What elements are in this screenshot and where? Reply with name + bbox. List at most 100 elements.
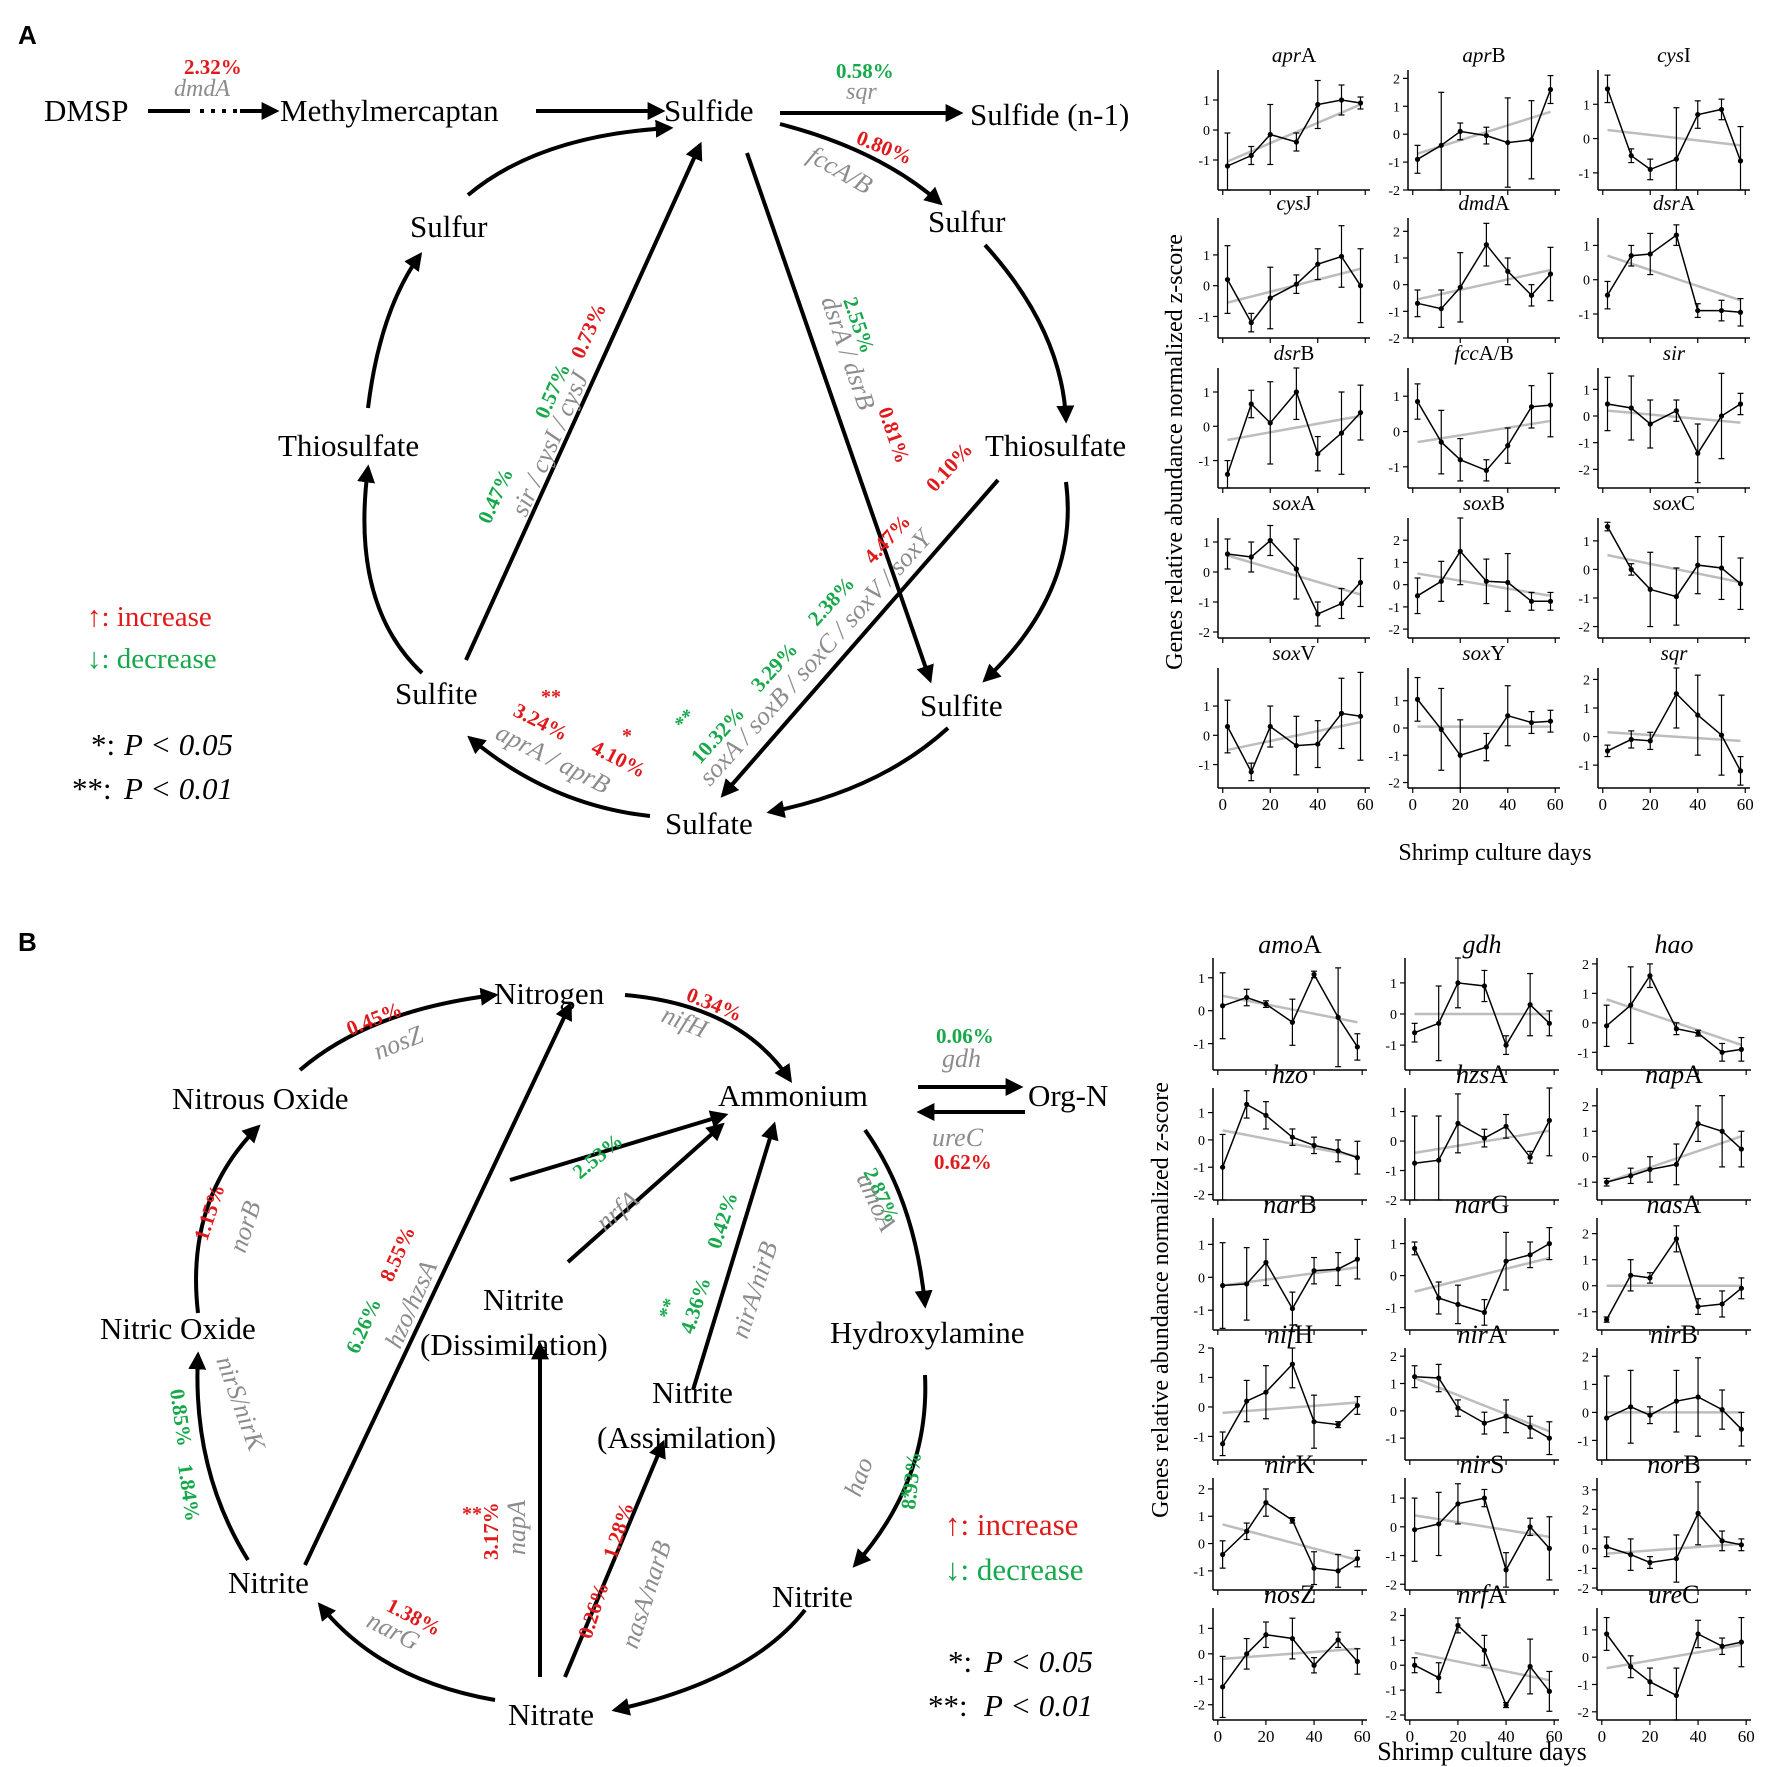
series-line-dmda xyxy=(1417,243,1552,310)
data-point-cysi xyxy=(1718,106,1725,113)
data-point-dsrb xyxy=(1267,420,1273,426)
data-point-fccab xyxy=(1457,457,1463,463)
trend-line-hao xyxy=(1606,998,1742,1047)
plot-title-nira: nirA xyxy=(1457,1320,1506,1349)
y-tick-label-sqr: -1 xyxy=(1578,759,1590,774)
data-point-nirs xyxy=(1527,1524,1533,1530)
series-line-nosz xyxy=(1221,1633,1358,1688)
data-point-nosz xyxy=(1244,1651,1250,1657)
data-point-sir xyxy=(1695,450,1701,456)
data-point-hzo xyxy=(1335,1148,1341,1154)
legend-b-p01-text: P < 0.01 xyxy=(983,1688,1093,1723)
trend-line-soxv xyxy=(1227,720,1361,752)
y-tick-label-nrfa: 0 xyxy=(1390,1659,1397,1674)
data-point-soxa xyxy=(1357,579,1364,586)
plot-title-nasa: nasA xyxy=(1647,1190,1702,1219)
edge-sulfur-sulfide xyxy=(466,119,674,197)
data-point-soxb xyxy=(1483,578,1489,584)
data-point-norb xyxy=(1647,1559,1653,1566)
legend-a-increase: ↑: increase xyxy=(87,601,212,633)
data-point-nrfa xyxy=(1527,1663,1533,1670)
y-tick-label-soxy: -1 xyxy=(1388,749,1400,764)
y-tick-label-nifh: 2 xyxy=(1198,1342,1205,1357)
gene-nasa: nasA/narB xyxy=(615,1537,677,1652)
pct-norb: 1.15% xyxy=(189,1181,230,1243)
y-tick-label-nirs: 0 xyxy=(1390,1521,1397,1536)
data-point-nosz xyxy=(1354,1658,1360,1665)
node-ammonium: Ammonium xyxy=(718,1078,868,1113)
panel-b-small-multiples: amoA-101gdh-101hao-1012hzo-2-101hzsA-2-1… xyxy=(1193,930,1754,1746)
node-sulfide: Sulfide xyxy=(664,93,754,128)
pct-dsr-red: 0.81% xyxy=(873,404,914,466)
data-point-napa xyxy=(1695,1121,1701,1127)
plot-title-soxc: soxC xyxy=(1653,491,1695,515)
node-nitrite-assim-2: (Assimilation) xyxy=(597,1420,776,1455)
edge-norb xyxy=(194,1124,261,1314)
data-point-apra xyxy=(1338,97,1345,103)
data-point-cysj xyxy=(1293,281,1299,287)
data-point-sqr xyxy=(1718,732,1725,738)
edge-thiosulfate-sulfite xyxy=(982,481,1070,683)
plot-title-napa: napA xyxy=(1645,1060,1703,1089)
edge-sox xyxy=(720,478,1000,798)
y-tick-label-nira: 1 xyxy=(1390,1378,1397,1393)
data-point-amoa xyxy=(1263,1001,1269,1007)
y-tick-label-dmda: 0 xyxy=(1393,279,1400,294)
x-tick-label-urec: 0 xyxy=(1598,1727,1607,1746)
data-point-napa xyxy=(1604,1179,1610,1185)
y-tick-label-soxc: -2 xyxy=(1578,621,1590,636)
data-point-soxv xyxy=(1248,769,1254,775)
plot-title-narb: narB xyxy=(1263,1190,1316,1219)
data-point-cysi xyxy=(1604,86,1611,92)
y-tick-label-soxv: -1 xyxy=(1198,759,1210,774)
node-sulfur-left: Sulfur xyxy=(410,209,488,244)
panel-a-small-multiples: aprA-101aprB-2-1012cysI-101cysJ-101dmdA-… xyxy=(1198,43,1753,814)
plot-hzsa: hzsA-2-101 xyxy=(1385,1060,1559,1209)
data-point-apra xyxy=(1293,139,1299,145)
plot-title-sqr: sqr xyxy=(1661,641,1689,665)
data-point-narg xyxy=(1527,1252,1533,1258)
node-nitric-oxide: Nitric Oxide xyxy=(100,1311,256,1346)
data-point-cysj xyxy=(1315,261,1321,267)
y-tick-label-gdh: -1 xyxy=(1385,1039,1397,1054)
y-tick-label-nifh: -1 xyxy=(1193,1430,1205,1445)
trend-line-norb xyxy=(1606,1542,1742,1555)
data-point-aprb xyxy=(1457,128,1463,134)
data-point-nira xyxy=(1546,1435,1552,1441)
y-tick-label-sqr: 2 xyxy=(1583,673,1590,688)
series-line-norb xyxy=(1606,1512,1742,1564)
plot-apra: aprA-101 xyxy=(1198,43,1370,195)
x-tick-label-soxv: 20 xyxy=(1262,795,1279,814)
y-tick-label-soxa: 0 xyxy=(1203,566,1210,581)
data-point-nifh xyxy=(1263,1389,1269,1395)
y-tick-label-hao: 0 xyxy=(1582,1017,1589,1032)
data-point-sqr xyxy=(1647,738,1653,744)
legend-b-p05-star: *: xyxy=(948,1644,972,1679)
y-tick-label-sir: 1 xyxy=(1583,383,1590,398)
data-point-narg xyxy=(1412,1245,1418,1251)
data-point-hao xyxy=(1604,1023,1610,1029)
data-point-apra xyxy=(1357,100,1364,106)
data-point-sir xyxy=(1604,401,1611,407)
y-tick-label-aprb: 0 xyxy=(1393,128,1400,143)
data-point-nira xyxy=(1455,1405,1461,1411)
gene-dmda: dmdA xyxy=(174,76,230,102)
y-tick-label-napa: 2 xyxy=(1582,1100,1589,1115)
pct-gdh: 0.06% xyxy=(936,1024,994,1048)
data-point-nirk xyxy=(1311,1565,1317,1571)
plot-title-norb: norB xyxy=(1647,1450,1700,1479)
data-point-napa xyxy=(1738,1146,1744,1152)
plot-cysi: cysI-101 xyxy=(1578,43,1750,195)
edge-nifh xyxy=(624,993,792,1083)
data-point-fccab xyxy=(1547,402,1554,408)
series-line-aprb xyxy=(1417,89,1552,160)
data-point-amoa xyxy=(1311,971,1317,978)
data-point-nosz xyxy=(1335,1637,1341,1643)
pct-nira-1: 4.36% xyxy=(675,1274,716,1336)
data-point-nirk xyxy=(1335,1568,1341,1574)
pct-nirs-2: 1.84% xyxy=(173,1462,205,1523)
pct-hao: 8.93% xyxy=(896,1451,926,1511)
y-tick-label-nosz: 0 xyxy=(1198,1648,1205,1663)
